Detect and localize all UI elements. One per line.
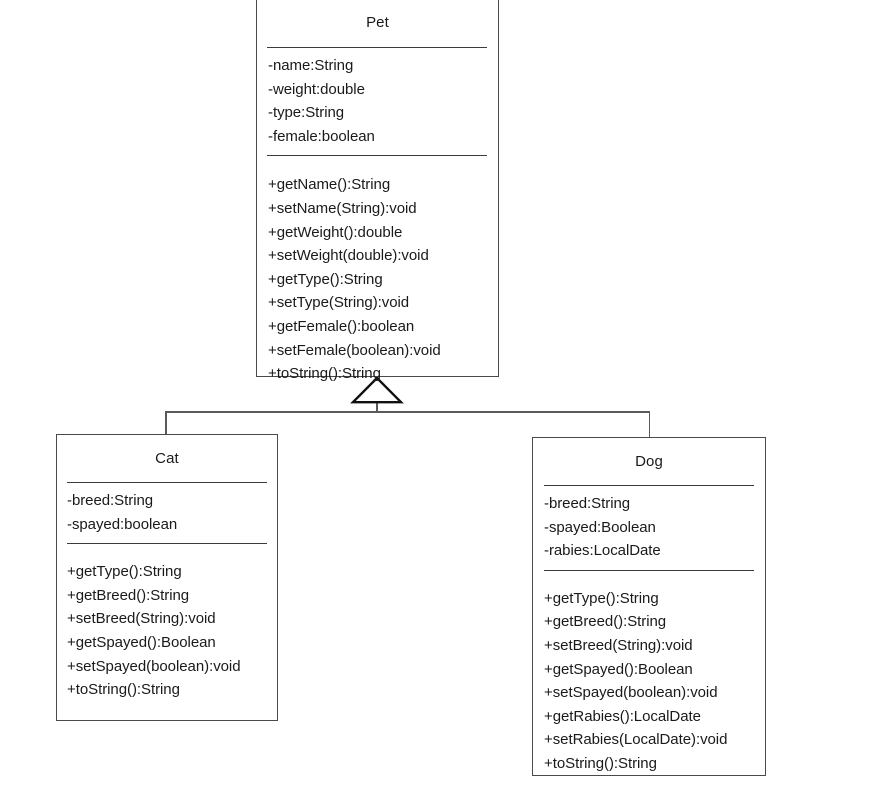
attribute-item: -spayed:boolean [67,515,178,533]
methods-compartment-dog: +getType():String +getBreed():String +se… [533,571,765,776]
method-item: +setType(String):void [268,294,410,312]
method-item: +getSpayed():Boolean [67,633,216,651]
method-item: +toString():String [67,681,180,699]
method-item: +setBreed(String):void [67,610,216,628]
methods-compartment-cat: +getType():String +getBreed():String +se… [57,544,277,702]
method-item: +toString():String [268,365,381,383]
class-name-cat: Cat [155,450,179,467]
method-item: +getFemale():boolean [268,317,415,335]
attribute-item: -spayed:Boolean [544,518,656,536]
methods-compartment-pet: +getName():String +setName(String):void … [257,156,498,385]
connector-stem [376,402,378,413]
method-item: +setSpayed(boolean):void [67,657,241,675]
connector-drop-to-dog [648,411,651,438]
attribute-item: -type:String [268,104,345,122]
attribute-item: -breed:String [544,495,631,512]
method-item: +setName(String):void [268,199,417,217]
connector-horizontal-bus [165,411,650,413]
method-item: +getBreed():String [544,613,667,631]
method-item: +setWeight(double):void [268,247,429,265]
class-box-pet[interactable]: Pet -name:String -weight:double -type:St… [256,0,499,382]
method-item: +setFemale(boolean):void [268,341,441,359]
method-item: +getName():String [268,176,391,194]
connector-drop-to-cat [165,411,167,435]
method-item: +setRabies(LocalDate):void [544,731,728,749]
attribute-item: -weight:double [268,80,365,98]
attributes-compartment-dog: -breed:String -spayed:Boolean -rabies:Lo… [533,486,765,563]
attribute-item: -breed:String [67,492,154,509]
attribute-item: -female:boolean [268,127,375,145]
class-divider-attributes [267,47,487,48]
class-name-dog: Dog [635,453,663,470]
class-box-cat[interactable]: Cat -breed:String -spayed:boolean +getTy… [56,434,278,721]
method-item: +getType():String [544,589,659,607]
method-item: +setSpayed(boolean):void [544,684,718,702]
method-item: +toString():String [544,754,657,772]
class-divider-methods [267,155,487,157]
class-box-dog[interactable]: Dog -breed:String -spayed:Boolean -rabie… [532,437,766,776]
class-divider-methods [67,543,267,545]
class-divider-methods [544,569,754,571]
class-divider-attributes [67,482,267,483]
method-item: +setBreed(String):void [544,636,693,654]
attributes-compartment-cat: -breed:String -spayed:boolean [57,483,277,536]
class-divider-attributes [544,485,754,486]
attributes-compartment-pet: -name:String -weight:double -type:String… [257,48,498,148]
method-item: +getBreed():String [67,586,190,604]
method-item: +getType():String [268,270,383,288]
method-item: +getWeight():double [268,223,403,241]
attribute-item: -rabies:LocalDate [544,542,661,560]
generalization-arrow-icon [350,376,404,404]
attribute-item: -name:String [268,57,354,74]
method-item: +getSpayed():Boolean [544,660,693,678]
class-name-pet: Pet [366,14,389,31]
method-item: +getType():String [67,563,182,581]
method-item: +getRabies():LocalDate [544,707,701,725]
